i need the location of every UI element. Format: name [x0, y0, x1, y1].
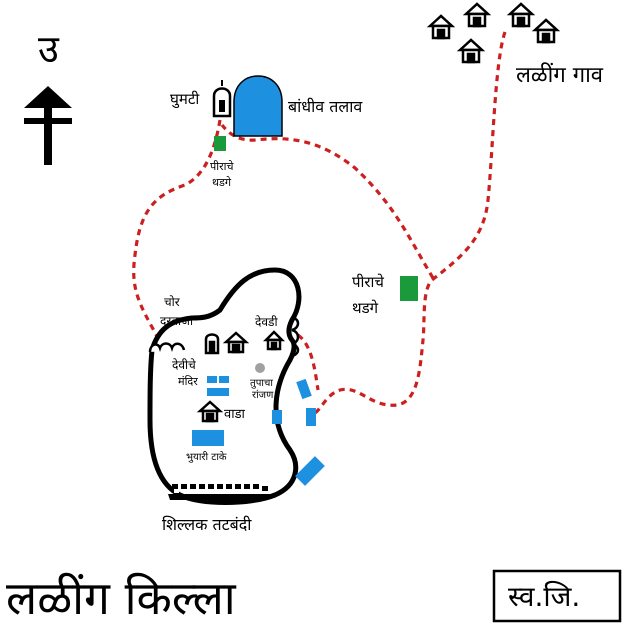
- reservoir-label: बांधीव तलाव: [288, 97, 363, 116]
- house-icon: [506, 2, 536, 28]
- pir-top-label-2: थडगे: [212, 176, 232, 189]
- tank: [192, 430, 224, 446]
- house-icon: [456, 38, 486, 64]
- tank: [207, 388, 229, 396]
- shillak-label: शिल्लक तटबंदी: [162, 515, 252, 534]
- house-icon: [222, 331, 250, 354]
- trail-network: [132, 31, 507, 417]
- village-houses: [426, 2, 561, 64]
- devi-label-1: देवीचे: [172, 358, 196, 372]
- tank: [306, 408, 316, 426]
- devi-label-2: मंदिर: [178, 375, 198, 388]
- tulja-label-2: रांजण: [252, 389, 274, 401]
- tulja-label-1: तुपाचा: [250, 378, 273, 389]
- ghumati-label: घुमटी: [170, 90, 200, 109]
- house-icon: [196, 400, 224, 423]
- devdi-label: देवडी: [255, 315, 278, 329]
- north-arrow-icon: [24, 86, 72, 165]
- house-icon: [462, 2, 492, 28]
- chor-label-1: चोर: [164, 295, 181, 309]
- pir-right-label-1: पीराचे: [352, 273, 384, 291]
- house-icon: [262, 330, 286, 351]
- tank: [207, 376, 217, 383]
- chor-darwaja-gate-icon: [148, 342, 186, 353]
- devdi-gate-icon: [291, 316, 300, 358]
- pir-tomb-right: [400, 276, 418, 301]
- tank: [296, 378, 312, 400]
- ghumati-icon: [212, 80, 232, 118]
- village-label: लळींग गाव: [516, 62, 604, 88]
- pir-right-label-2: थडगे: [352, 299, 379, 317]
- bhuyari-label: भुयारी टाके: [186, 451, 227, 463]
- tank: [295, 456, 325, 486]
- house-icon: [426, 14, 456, 40]
- wada-label: वाडा: [224, 407, 246, 422]
- shrine-icon: [204, 333, 220, 355]
- tank: [219, 376, 229, 383]
- house-icon: [531, 18, 561, 44]
- chor-label-2: दरवाजा: [160, 314, 194, 328]
- tank: [272, 410, 282, 424]
- water-tanks: [192, 376, 325, 486]
- signature-box: [492, 569, 622, 623]
- signature-text: स्व.जि.: [508, 580, 580, 613]
- pir-top-label-1: पीराचे: [210, 160, 234, 173]
- map-title: लळींग किल्ला: [6, 571, 237, 625]
- ghee-jar-marker: [255, 363, 265, 373]
- pir-tomb-top: [214, 136, 226, 151]
- reservoir-shape: [233, 75, 283, 137]
- inner-temple-icons: [196, 330, 286, 423]
- remaining-rampart: [168, 484, 270, 500]
- north-letter: उ: [38, 27, 60, 71]
- fort-outline: [147, 267, 302, 505]
